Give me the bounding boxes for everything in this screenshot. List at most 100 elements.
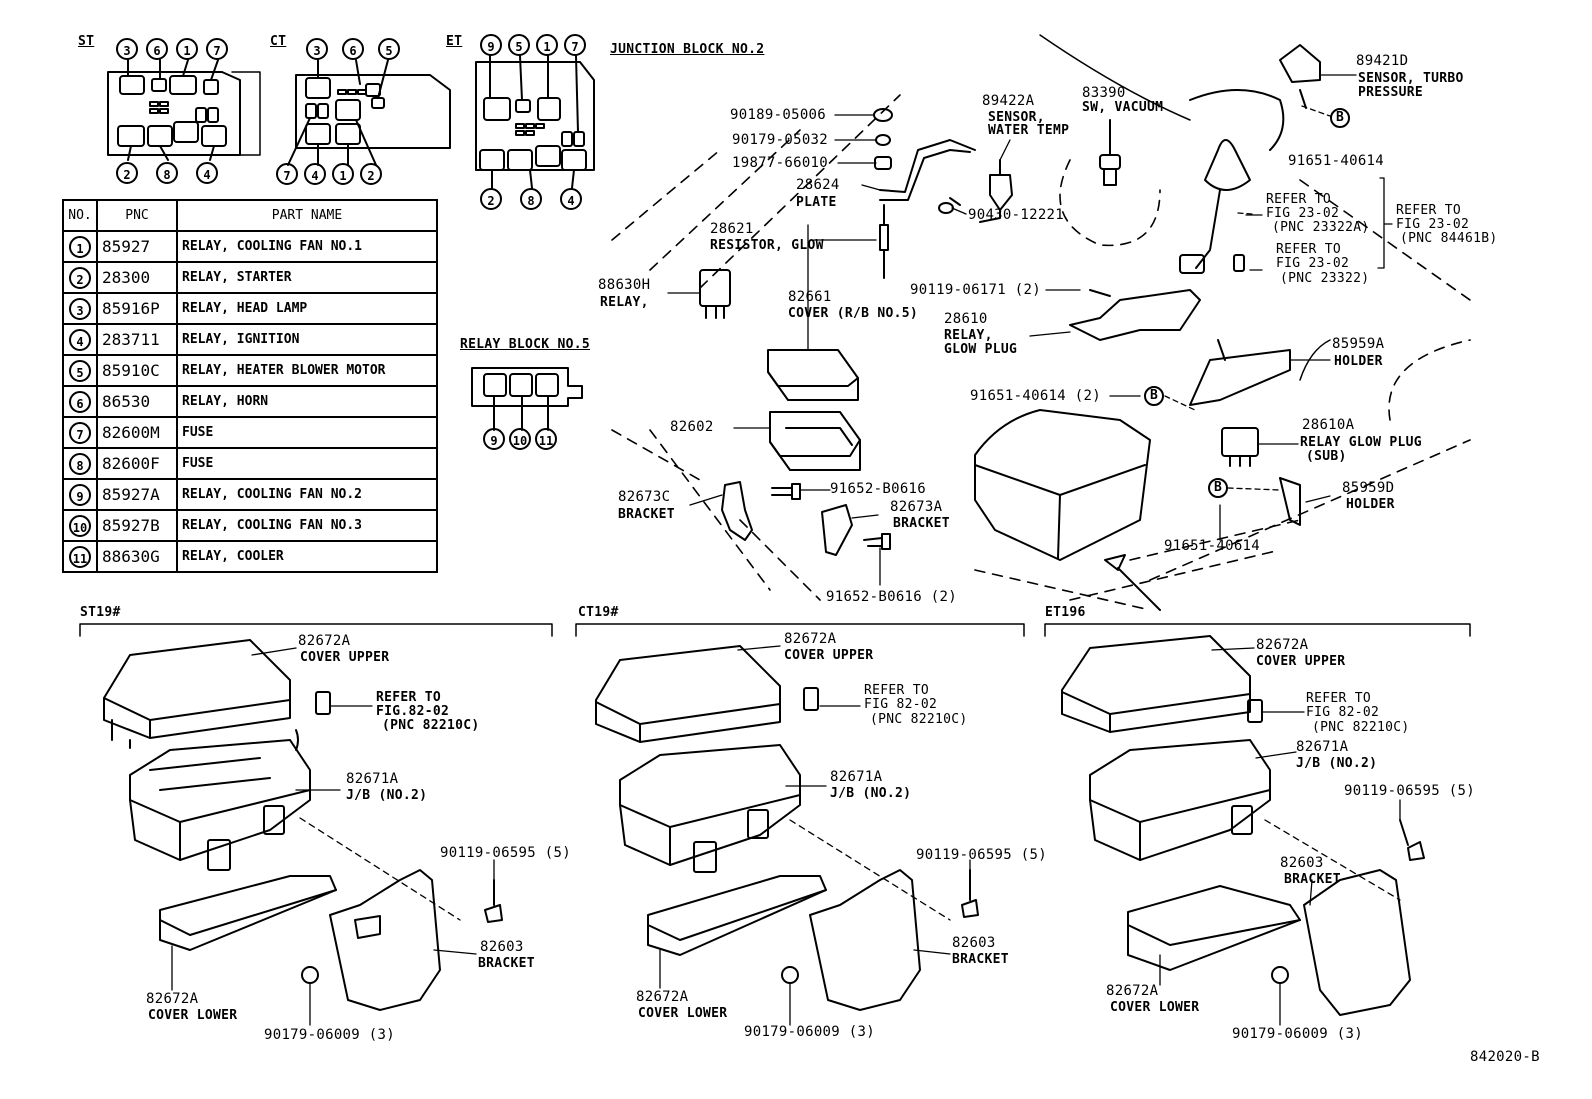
et-ref-line3: (PNC 82210C) — [1312, 720, 1410, 735]
b-marker-1: B — [1336, 110, 1345, 125]
circle-number: 11 — [69, 545, 91, 568]
row-pnc: 85927 — [96, 230, 178, 263]
callout-28610-name2: GLOW PLUG — [944, 342, 1018, 357]
callout-91651-top: 91651-40614 — [1288, 153, 1385, 169]
circle-number: 4 — [560, 188, 582, 210]
callout-28610: 28610 — [944, 311, 988, 327]
st19-title: ST19# — [80, 605, 121, 620]
row-part-name: FUSE — [176, 447, 438, 480]
st-bottom-circles: 2 8 4 — [116, 162, 218, 184]
dashed-leaders — [1164, 105, 1331, 491]
circle-number: 5 — [378, 38, 400, 60]
st-jb-pnc: 82671A — [346, 771, 399, 787]
et-bracket-pnc: 82603 — [1280, 855, 1324, 871]
row-part-name: RELAY, COOLING FAN NO.3 — [176, 509, 438, 542]
callout-28610a-name1: RELAY GLOW PLUG — [1300, 435, 1422, 450]
callout-28610a-name2: (SUB) — [1306, 449, 1347, 464]
circle-number: 2 — [116, 162, 138, 184]
row-number: 7 — [62, 416, 98, 449]
st-cover-lower-pnc: 82672A — [146, 991, 199, 1007]
row-part-name: RELAY, IGNITION — [176, 323, 438, 356]
ct19-title: CT19# — [578, 605, 619, 620]
callout-82673c: 82673C — [618, 489, 671, 505]
row-number: 6 — [62, 385, 98, 418]
row-pnc: 82600F — [96, 447, 178, 480]
callout-82673a: 82673A — [890, 499, 943, 515]
callout-28624-name: PLATE — [796, 195, 837, 210]
rb5-body-82602 — [769, 411, 861, 471]
row-part-name: RELAY, COOLER — [176, 540, 438, 573]
st-label: ST — [78, 34, 95, 49]
ct-cover-upper-name: COVER UPPER — [784, 648, 874, 663]
circle-number: 9 — [69, 483, 91, 506]
ct-cover-lower-pnc: 82672A — [636, 989, 689, 1005]
row-part-name: RELAY, STARTER — [176, 261, 438, 294]
callout-82673a-name: BRACKET — [893, 516, 950, 531]
row-number: 8 — [62, 447, 98, 480]
ct-bottom-circles: 7 4 1 2 — [276, 163, 382, 185]
ref-c-line3: (PNC 84461B) — [1400, 231, 1498, 246]
st-nut-pnc: 90179-06009 (3) — [264, 1027, 395, 1043]
et196-title: ET196 — [1045, 605, 1086, 620]
ct-jb-pnc: 82671A — [830, 769, 883, 785]
col-part-name: PART NAME — [176, 199, 438, 232]
row-pnc: 85927A — [96, 478, 178, 511]
circle-number: 4 — [69, 328, 91, 351]
circle-number: 2 — [480, 188, 502, 210]
callout-leaders — [667, 74, 1393, 586]
row-part-name: RELAY, HORN — [176, 385, 438, 418]
relay-block-no5-sketch — [471, 367, 583, 431]
st-top-circles: 3 6 1 7 — [116, 38, 228, 60]
relay-88630h — [699, 269, 731, 319]
st-ref-line1: REFER TO — [376, 690, 442, 705]
circle-number: 1 — [332, 163, 354, 185]
et-relay-layout — [475, 55, 595, 189]
row-number: 3 — [62, 292, 98, 325]
ct-ref-line1: REFER TO — [864, 683, 930, 698]
circle-number: 2 — [69, 266, 91, 289]
view-arrow — [1104, 554, 1161, 611]
callout-82673c-name: BRACKET — [618, 507, 675, 522]
row-pnc: 85916P — [96, 292, 178, 325]
callout-89421d-name1: SENSOR, TURBO — [1358, 71, 1464, 86]
row-number: 4 — [62, 323, 98, 356]
table-header-row: NO. PNC PART NAME — [62, 199, 438, 232]
callout-89421d-name2: PRESSURE — [1358, 85, 1424, 100]
ct-label: CT — [270, 34, 287, 49]
water-temp-sensor — [938, 159, 1013, 223]
circle-number: 2 — [360, 163, 382, 185]
et-cover-lower-pnc: 82672A — [1106, 983, 1159, 999]
st19-section-bracket — [79, 623, 553, 637]
st-jb-name: J/B (NO.2) — [346, 788, 428, 803]
et-nut-pnc: 90179-06009 (3) — [1232, 1026, 1363, 1042]
ref-c-line1: REFER TO — [1396, 203, 1462, 218]
callout-82602: 82602 — [670, 419, 714, 435]
callout-89421d: 89421D — [1356, 53, 1409, 69]
b-marker-3: B — [1214, 480, 1223, 495]
et-jb-name: J/B (NO.2) — [1296, 756, 1378, 771]
callout-28621: 28621 — [710, 221, 754, 237]
col-pnc: PNC — [96, 199, 178, 232]
row-pnc: 86530 — [96, 385, 178, 418]
circle-number: 1 — [176, 38, 198, 60]
et-assembly — [1061, 635, 1425, 1016]
callout-28610a: 28610A — [1302, 417, 1355, 433]
callout-89422a: 89422A — [982, 93, 1035, 109]
ct-ref-line2: FIG 82-02 — [864, 697, 938, 712]
ct-bolt-pnc: 90119-06595 (5) — [916, 847, 1047, 863]
callout-91651-bottom: 91651-40614 — [1164, 538, 1261, 554]
figure-id: 842020-B — [1470, 1049, 1540, 1065]
circle-number: 5 — [69, 359, 91, 382]
et-bolt-pnc: 90119-06595 (5) — [1344, 783, 1475, 799]
st-cover-upper-pnc: 82672A — [298, 633, 351, 649]
row-pnc: 82600M — [96, 416, 178, 449]
circle-number: 1 — [69, 235, 91, 258]
bracket-82673a — [821, 504, 891, 556]
